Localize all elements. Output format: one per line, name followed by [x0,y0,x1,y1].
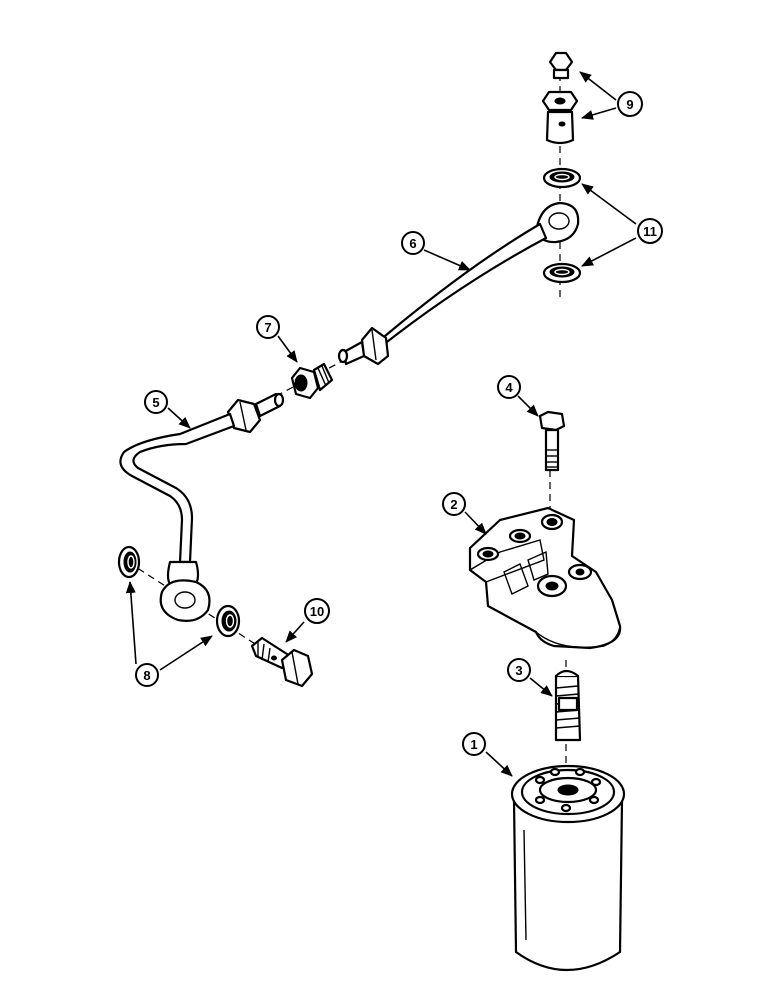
callout-2: 2 [442,492,466,516]
callout-7-label: 7 [264,320,271,335]
callout-9: 9 [617,91,643,117]
callout-3-label: 3 [515,663,522,678]
fuel-filter-part-1 [510,764,626,971]
callout-11: 11 [637,218,663,244]
callout-8: 8 [135,663,159,687]
callout-7: 7 [256,315,280,339]
callout-9-label: 9 [626,97,633,112]
bolt-part-4 [538,410,566,472]
callout-5: 5 [144,390,168,414]
sealing-washers-part-11 [542,167,582,284]
callout-1: 1 [462,732,486,756]
fuel-pipe-part-6 [337,201,580,366]
callout-6: 6 [401,231,425,255]
filter-head-part-2 [468,506,622,650]
leader-lines [125,71,637,777]
callout-10-label: 10 [310,604,324,619]
union-adaptor-part-7 [290,362,334,400]
fuel-pipe-part-5 [119,392,285,622]
banjo-bolt-part-10 [250,636,314,688]
banjo-bolt-part-9 [541,51,579,145]
callout-6-label: 6 [409,236,416,251]
callout-8-label: 8 [143,668,150,683]
callout-11-label: 11 [643,224,657,239]
callout-3: 3 [507,658,531,682]
callout-1-label: 1 [470,737,477,752]
callout-10: 10 [304,598,330,624]
callout-4-label: 4 [505,380,513,395]
threaded-stud-part-3 [554,669,582,742]
sealing-washers-part-8 [117,545,241,638]
callout-4: 4 [497,375,521,399]
callout-5-label: 5 [152,395,159,410]
callout-2-label: 2 [450,497,457,512]
